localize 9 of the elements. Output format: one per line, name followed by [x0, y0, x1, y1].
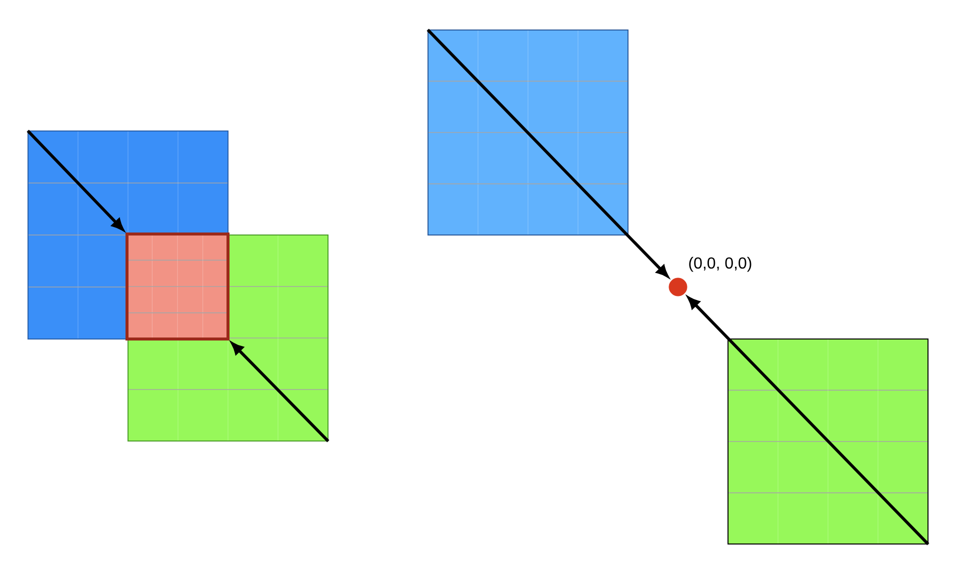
grid-square — [728, 338, 928, 544]
coordinate-label: (0,0, 0,0) — [689, 256, 752, 272]
arrow — [426, 28, 668, 278]
overlap-square — [126, 232, 230, 340]
arrow — [688, 296, 930, 546]
grid-square — [428, 30, 628, 236]
arrow — [26, 130, 124, 230]
arrow — [231, 342, 330, 442]
origin-dot — [668, 278, 688, 296]
